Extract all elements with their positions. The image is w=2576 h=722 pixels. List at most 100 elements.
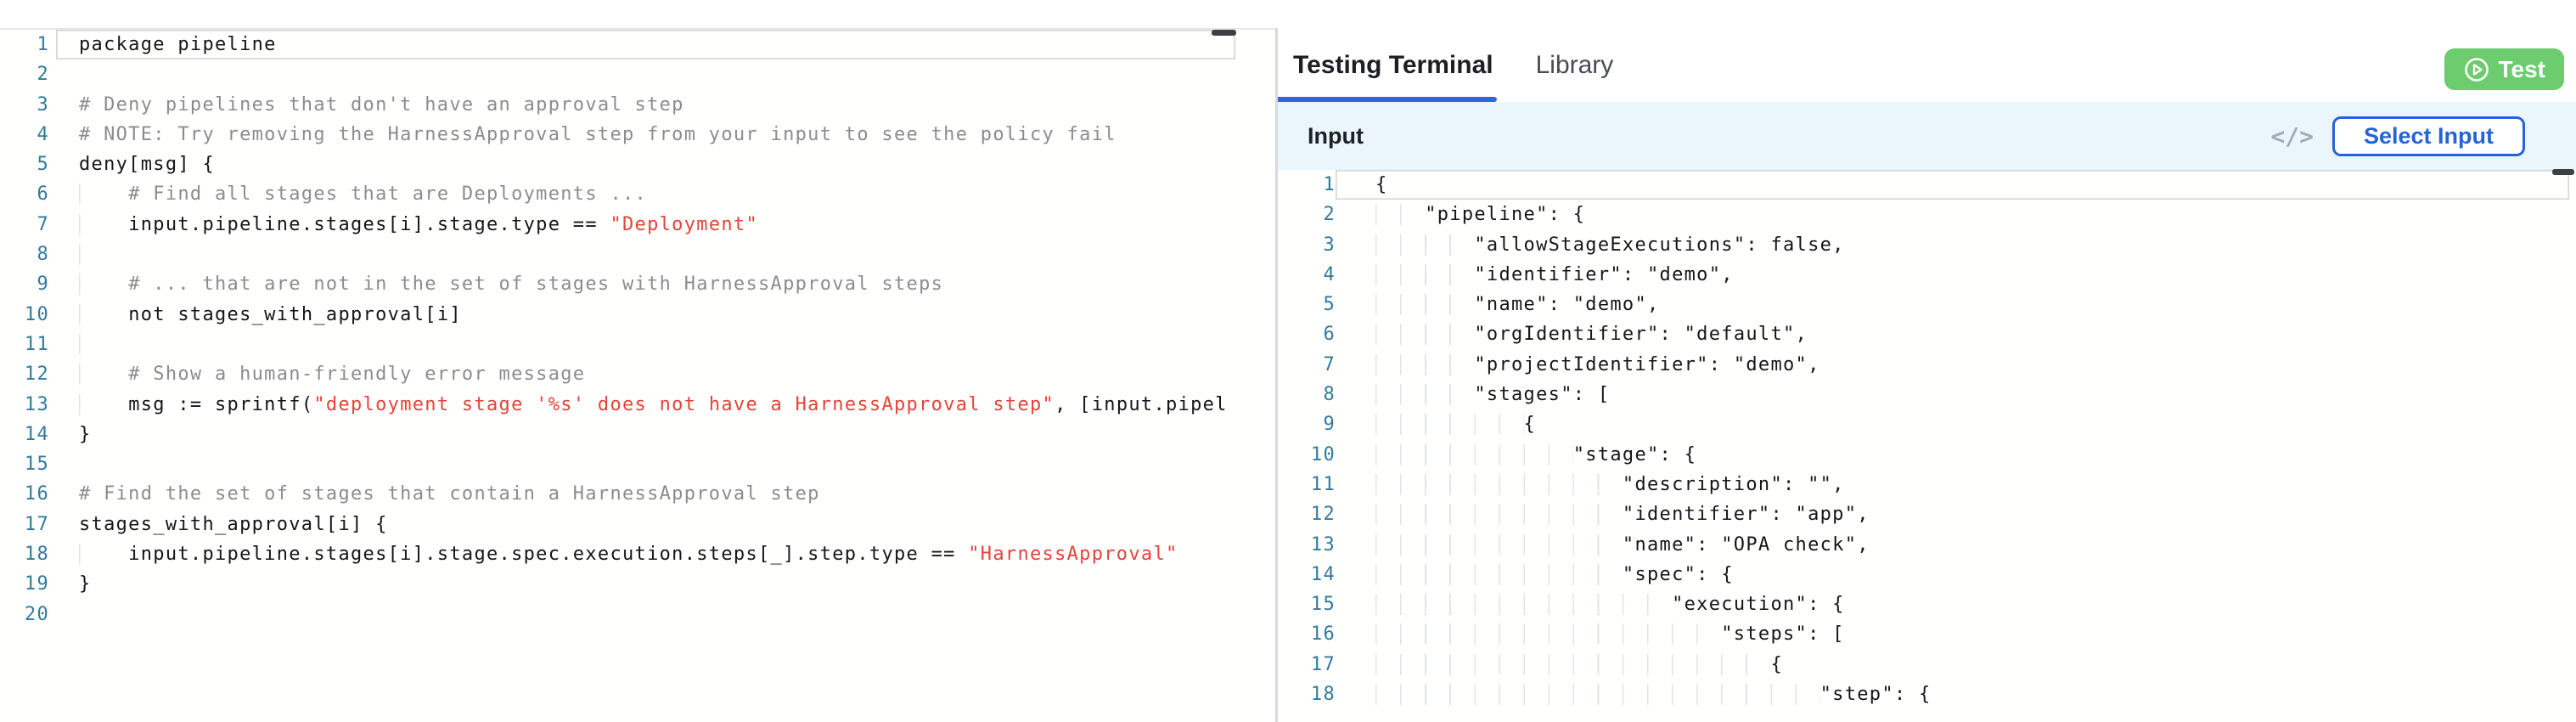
code-line[interactable]: 16# Find the set of stages that contain … <box>0 479 1275 509</box>
code-line[interactable]: 2 <box>0 59 1275 89</box>
code-line-content: # ... that are not in the set of stages … <box>56 269 1235 299</box>
indent-guides <box>1375 234 1475 256</box>
line-number: 16 <box>1310 623 1336 646</box>
string-token: "HarnessApproval" <box>968 544 1178 566</box>
code-line-content: "name": "demo", <box>1336 290 2569 319</box>
code-line[interactable]: 8 <box>0 240 1275 269</box>
line-number: 10 <box>24 303 49 325</box>
code-line[interactable]: 10 "stage": { <box>1278 440 2576 470</box>
code-line[interactable]: 3 "allowStageExecutions": false, <box>1278 230 2576 260</box>
select-input-button[interactable]: Select Input <box>2331 116 2525 156</box>
comment-token: # Deny pipelines that don't have an appr… <box>79 93 684 116</box>
code-line[interactable]: 13 msg := sprintf("deployment stage '%s'… <box>0 390 1275 420</box>
panel-divider <box>1275 28 1278 722</box>
line-number: 8 <box>1323 384 1336 406</box>
code-line[interactable]: 4# NOTE: Try removing the HarnessApprova… <box>0 120 1275 149</box>
code-line[interactable]: 8 "stages": [ <box>1278 380 2576 409</box>
line-number: 17 <box>24 513 49 535</box>
code-line-content: package pipeline <box>56 30 1235 59</box>
code-line[interactable]: 9 # ... that are not in the set of stage… <box>0 269 1275 299</box>
indent-guides <box>1375 653 1771 675</box>
tab-library[interactable]: Library <box>1535 50 1614 79</box>
code-line[interactable]: 17 { <box>1278 650 2576 680</box>
code-line[interactable]: 11 "description": "", <box>1278 470 2576 499</box>
code-line[interactable]: 13 "name": "OPA check", <box>1278 530 2576 560</box>
code-line[interactable]: 19} <box>0 569 1275 599</box>
code-line-content: # Show a human-friendly error message <box>56 359 1235 389</box>
code-line-content: "stage": { <box>1336 440 2569 470</box>
input-editor-hscrollbar-thumb[interactable] <box>2552 169 2574 175</box>
code-line[interactable]: 3 # Deny pipelines that don't have an app… <box>0 90 1275 120</box>
indent-guides <box>1375 473 1623 495</box>
code-line[interactable]: 9 { <box>1278 409 2576 439</box>
code-token: "name": "OPA check", <box>1622 533 1870 556</box>
code-line-content: input.pipeline.stages[i].stage.type == "… <box>56 210 1235 240</box>
code-token: "stages": [ <box>1474 384 1611 406</box>
code-line[interactable]: 2 "pipeline": { <box>1278 200 2576 229</box>
code-line[interactable]: 18 input.pipeline.stages[i].stage.spec.e… <box>0 539 1275 569</box>
code-line[interactable]: 11 <box>0 330 1275 359</box>
code-token: } <box>79 423 92 445</box>
code-token: "allowStageExecutions": false, <box>1474 234 1845 256</box>
code-line[interactable]: 6 # Find all stages that are Deployments… <box>0 179 1275 209</box>
line-number: 1 <box>37 34 49 55</box>
line-number: 3 <box>1323 234 1336 256</box>
indent-guides <box>1375 443 1573 465</box>
code-line-content <box>56 240 1235 269</box>
code-line-content: } <box>56 420 1235 449</box>
code-line[interactable]: 15 "execution": { <box>1278 589 2576 619</box>
code-line-content: } <box>56 569 1235 599</box>
code-line-content: "execution": { <box>1336 589 2569 619</box>
comment-token: # ... that are not in the set of stages … <box>128 274 944 296</box>
policy-editor-hscrollbar-thumb[interactable] <box>1212 30 1236 36</box>
code-token: "projectIdentifier": "demo", <box>1474 353 1820 375</box>
code-line[interactable]: 10 not stages_with_approval[i] <box>0 300 1275 330</box>
code-token: deny[msg] { <box>79 154 215 176</box>
line-number: 12 <box>1310 504 1336 526</box>
code-token: { <box>1375 174 1388 195</box>
indent-guides <box>1375 563 1623 585</box>
code-line-content: "description": "", <box>1336 470 2569 499</box>
code-line[interactable]: 12 # Show a human-friendly error message <box>0 359 1275 389</box>
comment-token: # Show a human-friendly error message <box>128 364 586 386</box>
code-line-content: "projectIdentifier": "demo", <box>1336 350 2569 380</box>
code-line[interactable]: 4 "identifier": "demo", <box>1278 260 2576 290</box>
code-line[interactable]: 16 "steps": [ <box>1278 619 2576 649</box>
code-line-content: "stages": [ <box>1336 380 2569 409</box>
comment-token: # Find all stages that are Deployments .… <box>128 183 648 206</box>
code-line[interactable]: 6 "orgIdentifier": "default", <box>1278 319 2576 349</box>
code-line[interactable]: 1{ <box>1278 170 2576 200</box>
code-line-content: msg := sprintf("deployment stage '%s' do… <box>56 390 1235 420</box>
code-angle-brackets-icon[interactable]: </> <box>2270 121 2314 150</box>
line-number: 9 <box>1323 414 1336 436</box>
code-line[interactable]: 20 <box>0 600 1275 629</box>
code-line[interactable]: 14} <box>0 420 1275 449</box>
comment-token: # NOTE: Try removing the HarnessApproval… <box>79 123 1116 145</box>
code-line[interactable]: 5 "name": "demo", <box>1278 290 2576 319</box>
code-line[interactable]: 12 "identifier": "app", <box>1278 499 2576 529</box>
code-line[interactable]: 14 "spec": { <box>1278 560 2576 589</box>
code-line[interactable]: 15 <box>0 449 1275 479</box>
code-token: "step": { <box>1820 684 1932 706</box>
code-line[interactable]: 18 "step": { <box>1278 680 2576 709</box>
code-token: "identifier": "demo", <box>1474 263 1734 285</box>
line-number: 15 <box>24 454 49 476</box>
line-number: 3 <box>37 93 49 116</box>
line-number: 13 <box>1310 533 1336 556</box>
line-number: 19 <box>24 573 49 595</box>
code-line[interactable]: 7 "projectIdentifier": "demo", <box>1278 350 2576 380</box>
code-line-content: # Find all stages that are Deployments .… <box>56 179 1235 209</box>
line-number: 2 <box>1323 204 1336 226</box>
code-line-content: "allowStageExecutions": false, <box>1336 230 2569 260</box>
code-line-content: "identifier": "app", <box>1336 499 2569 529</box>
test-button[interactable]: Test <box>2444 48 2564 90</box>
code-line[interactable]: 1 package pipeline <box>0 30 1275 59</box>
tab-testing-terminal[interactable]: Testing Terminal <box>1293 50 1493 79</box>
code-line[interactable]: 7 input.pipeline.stages[i].stage.type ==… <box>0 210 1275 240</box>
indent-guides <box>79 393 129 415</box>
input-json-editor[interactable]: 1{2 "pipeline": {3 "allowStageExecutions… <box>1278 170 2576 722</box>
code-token: "execution": { <box>1672 594 1845 616</box>
